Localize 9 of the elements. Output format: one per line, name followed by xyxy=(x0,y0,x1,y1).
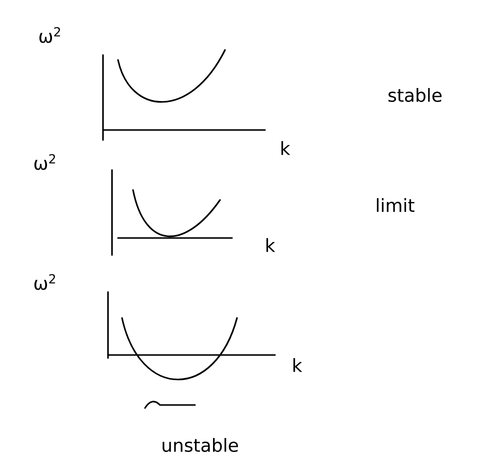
regime-label: limit xyxy=(376,198,414,212)
axis-label: ω$^{2}$ xyxy=(34,274,56,290)
axis-label: ω$^{2}$ xyxy=(39,27,60,43)
axis-label: k xyxy=(293,358,302,372)
axis-label: k xyxy=(281,141,290,155)
regime-label: unstable xyxy=(162,438,238,452)
regime-label: stable xyxy=(388,88,442,102)
axis-label: k xyxy=(266,238,276,252)
axis-label: ω$^{2}$ xyxy=(34,154,56,170)
